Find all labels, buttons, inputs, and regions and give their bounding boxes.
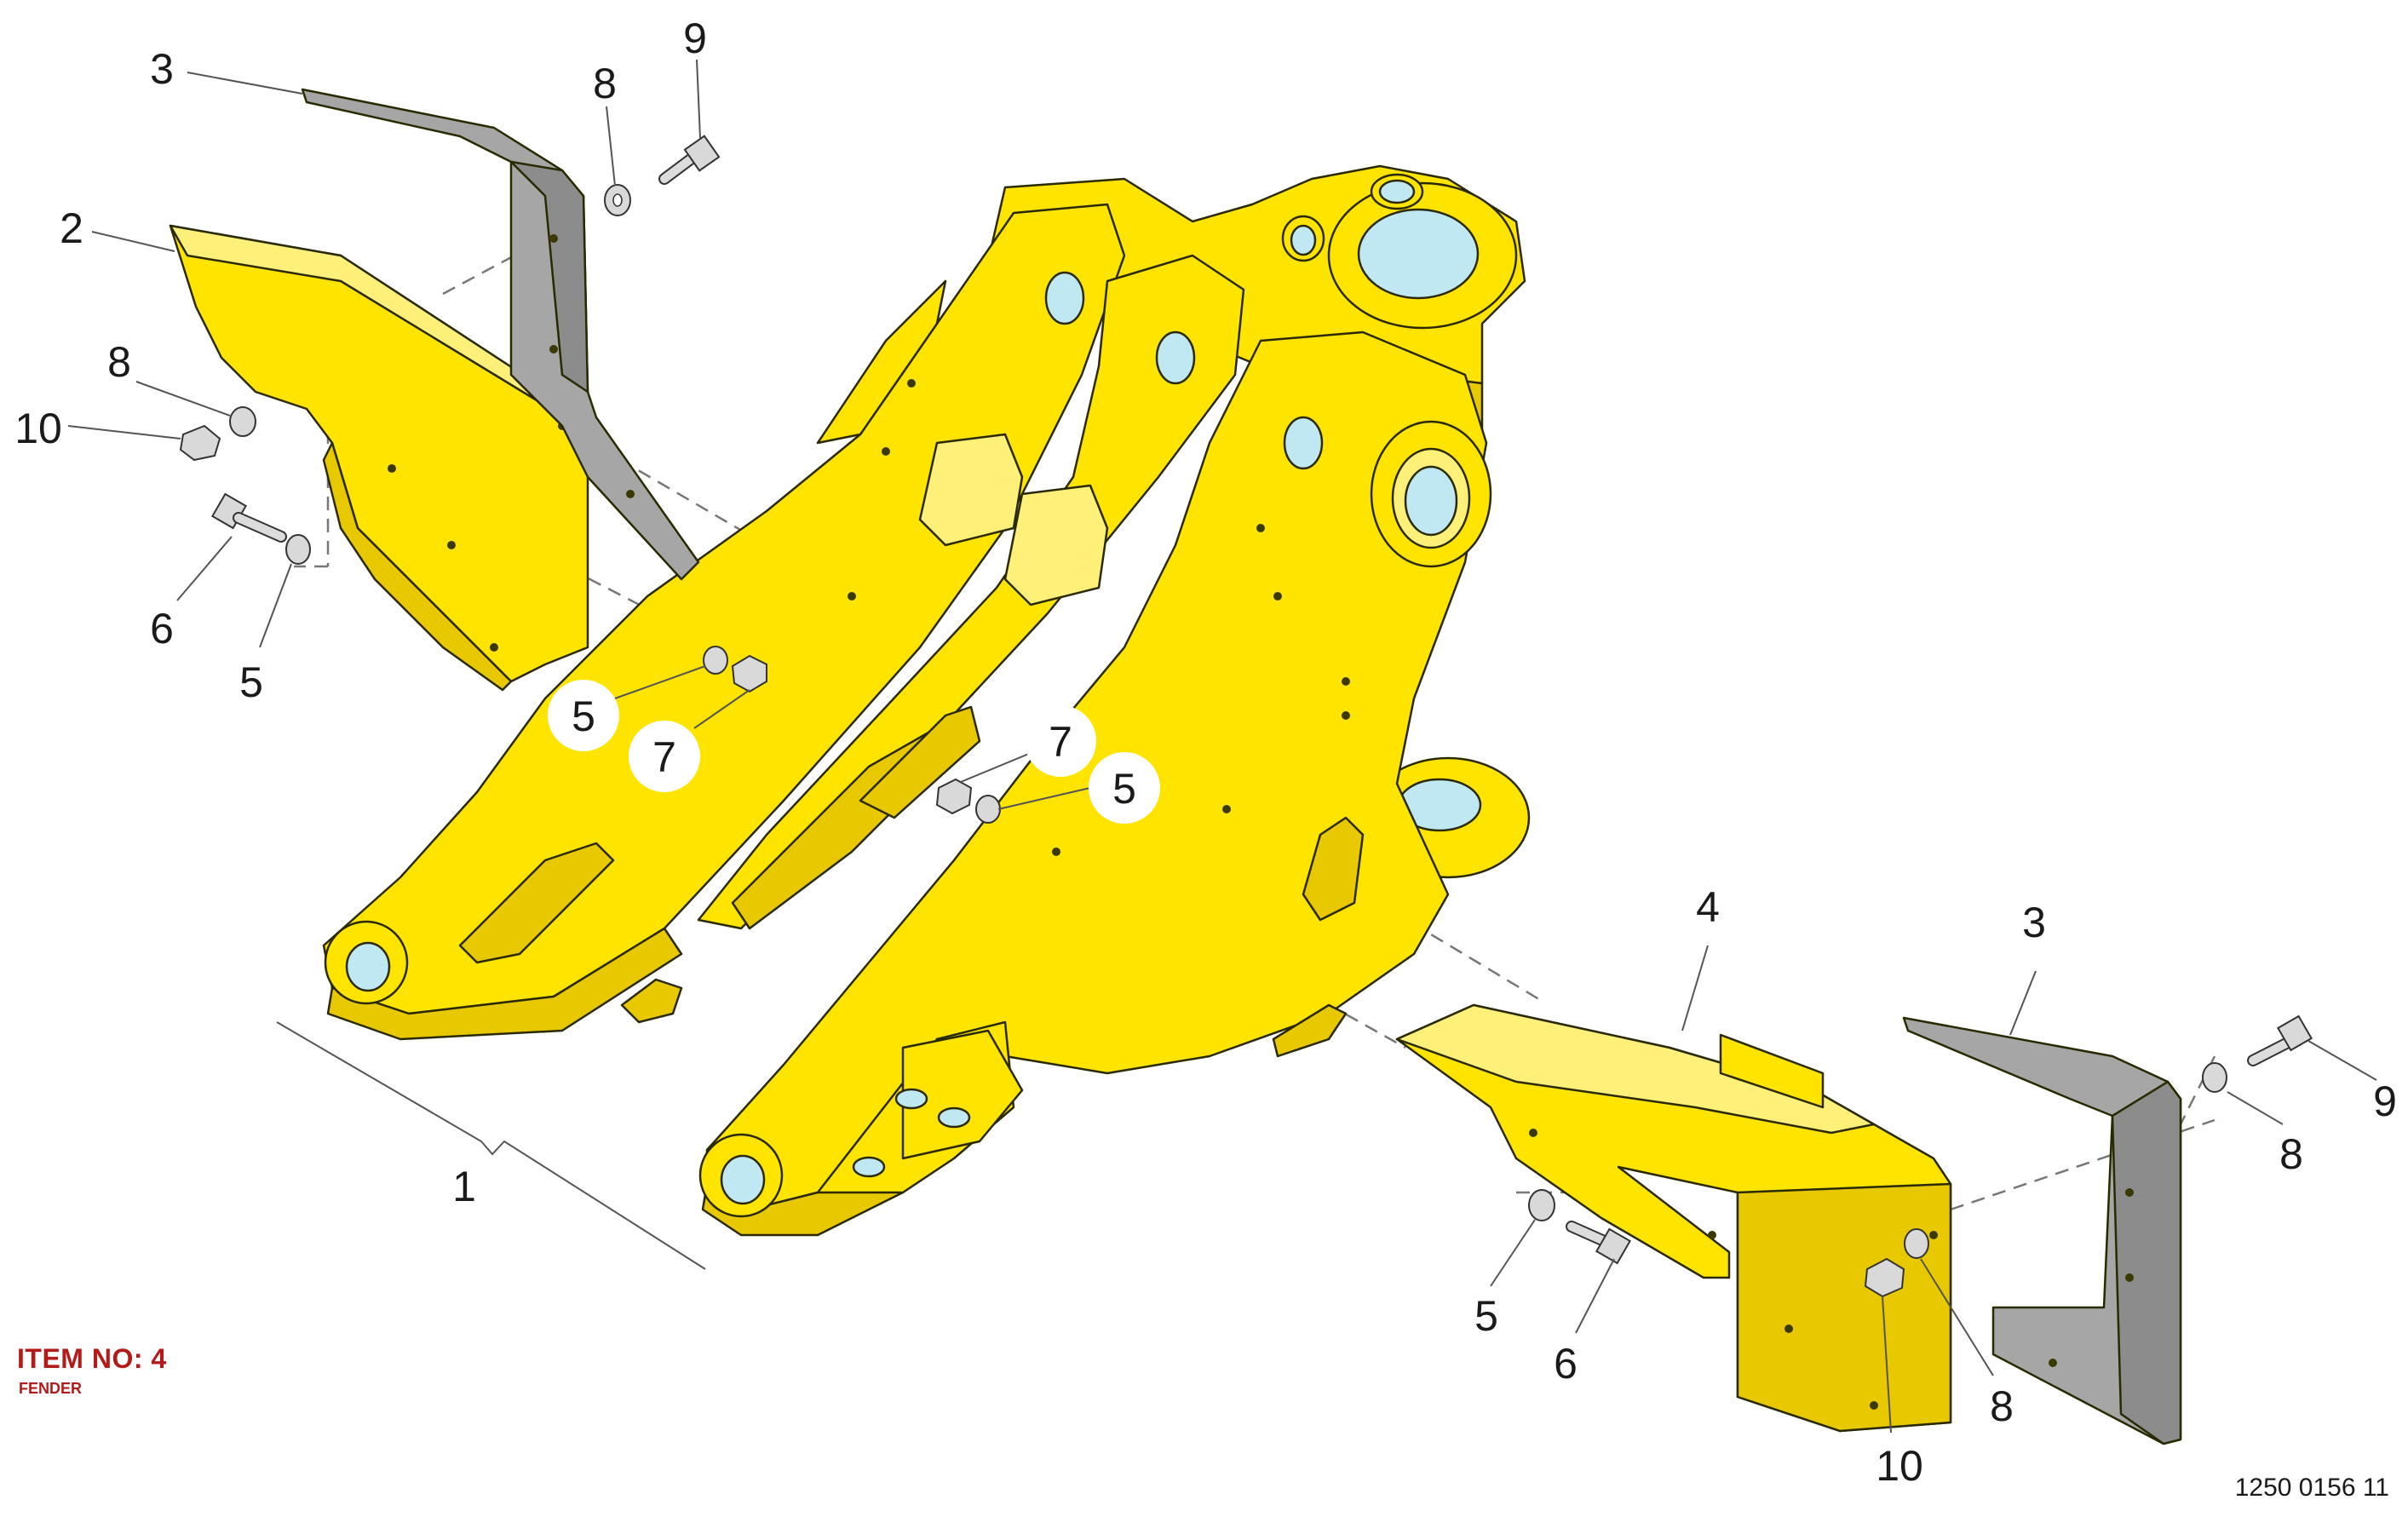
item-number-heading: ITEM NO: 4 [17, 1343, 167, 1374]
callout-2: 2 [60, 204, 83, 252]
washer-icon [229, 406, 256, 437]
callout-5-circled-a: 5 [572, 692, 595, 740]
nut-icon [1864, 1257, 1905, 1298]
nut-icon [935, 778, 973, 815]
callout-9-left: 9 [683, 14, 707, 62]
callout-10-left: 10 [14, 405, 62, 452]
callout-8-top: 8 [593, 60, 617, 107]
bolt-icon [658, 135, 721, 185]
callout-5-left: 5 [239, 658, 263, 706]
callout-labels: 3 8 9 2 8 10 6 5 5 7 7 5 1 4 3 9 8 5 6 8… [14, 14, 2397, 1490]
callout-3-right: 3 [2022, 899, 2046, 946]
washer-icon [285, 534, 311, 565]
callout-8-left: 8 [107, 338, 131, 386]
washer-icon [1904, 1228, 1929, 1259]
bolt-icon [211, 492, 287, 543]
callout-5-right: 5 [1474, 1292, 1498, 1340]
callout-8-right: 8 [2279, 1130, 2303, 1178]
main-frame [322, 164, 1531, 1237]
callout-10-right: 10 [1876, 1442, 1923, 1490]
washer-icon [2202, 1062, 2227, 1093]
right-bracket [1902, 1016, 2182, 1445]
callout-6-left: 6 [150, 605, 174, 652]
callout-7-circled-a: 7 [652, 733, 676, 781]
callout-5-circled-b: 5 [1112, 765, 1136, 813]
callout-8-bottom: 8 [1990, 1382, 2014, 1430]
bolt-icon [1566, 1221, 1631, 1265]
bolt-icon [2247, 1014, 2313, 1066]
callout-3-left: 3 [150, 45, 174, 93]
drawing-number: 1250 0156 11 [2234, 1474, 2389, 1502]
washer-icon [703, 646, 728, 675]
nut-icon [179, 424, 221, 462]
callout-circles [548, 680, 1160, 824]
right-fender [1395, 1003, 1952, 1433]
callout-9-right: 9 [2373, 1077, 2397, 1125]
callout-6-right: 6 [1554, 1340, 1578, 1388]
item-name-label: FENDER [19, 1380, 83, 1397]
callout-7-circled-b: 7 [1049, 718, 1072, 766]
hardware [179, 135, 2313, 1298]
left-bracket [301, 88, 700, 581]
leader-lines [67, 59, 2377, 1434]
nut-icon [731, 654, 767, 693]
callout-1: 1 [452, 1163, 476, 1210]
callout-4: 4 [1696, 883, 1720, 931]
washer-icon [1528, 1189, 1555, 1221]
washer-icon [975, 795, 1001, 824]
